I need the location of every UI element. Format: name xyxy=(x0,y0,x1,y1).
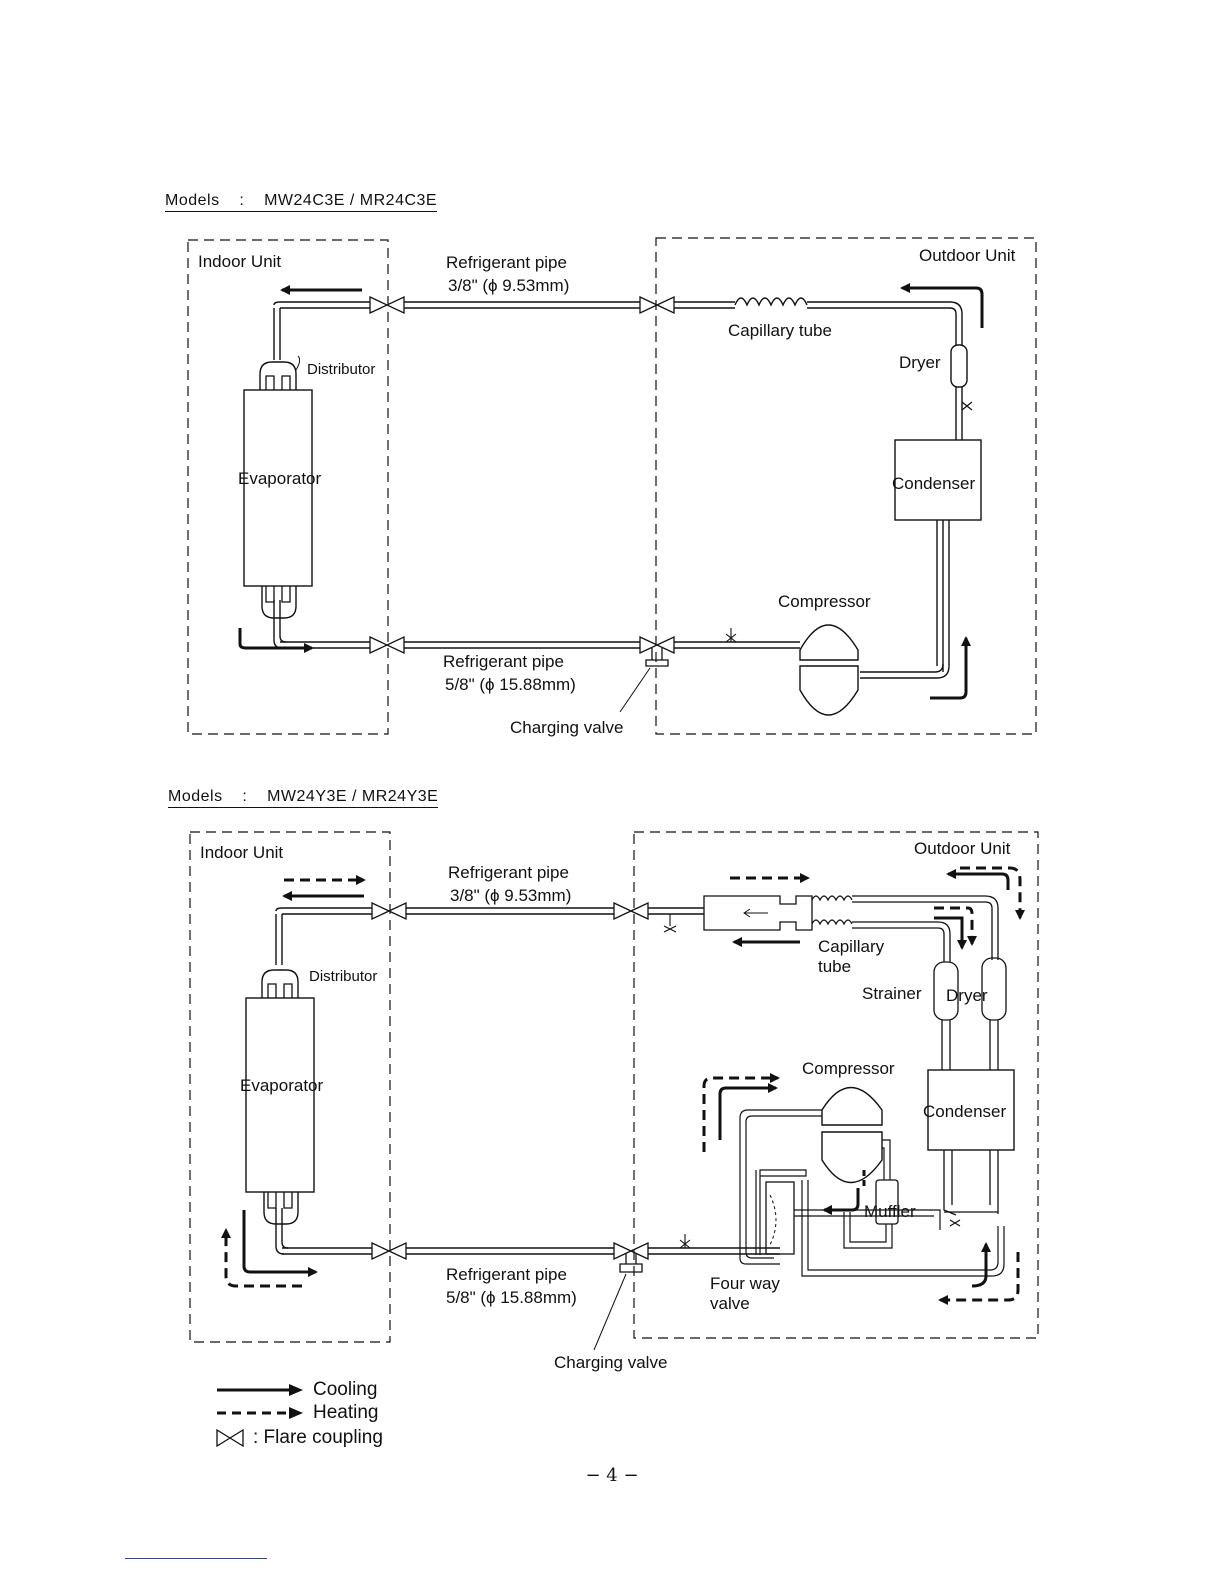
legend-flare-label: : Flare coupling xyxy=(253,1426,383,1448)
condenser-label: Condenser xyxy=(892,474,976,493)
indoor-unit-label: Indoor Unit xyxy=(198,252,281,271)
compressor-label: Compressor xyxy=(778,592,871,611)
pipe-top-size: 3/8" (ϕ 9.53mm) xyxy=(448,276,569,295)
capillary-coil xyxy=(811,895,853,902)
pipe-bottom-size: 5/8" (ϕ 15.88mm) xyxy=(446,1288,577,1307)
condenser-label: Condenser xyxy=(923,1102,1007,1121)
distributor-label: Distributor xyxy=(307,361,375,378)
outdoor-unit-box xyxy=(655,237,1037,735)
pipe-top-size: 3/8" (ϕ 9.53mm) xyxy=(450,886,571,905)
indoor-unit-box xyxy=(187,239,389,735)
diagram-1 xyxy=(187,237,1037,735)
capillary-label-2: tube xyxy=(818,957,851,976)
legend: Cooling Heating : Flare coupling xyxy=(215,1378,383,1449)
models-value: MW24Y3E / MR24Y3E xyxy=(267,788,439,805)
evaporator-label: Evaporator xyxy=(238,469,321,488)
outdoor-unit-box xyxy=(633,831,1039,1339)
flare-coupling-icon xyxy=(216,1428,244,1447)
legend-flare: : Flare coupling xyxy=(215,1426,383,1449)
cooling-arrow-icon xyxy=(217,1383,303,1396)
models-label: Models xyxy=(168,788,223,805)
distributor-label: Distributor xyxy=(309,968,377,985)
indoor-unit-label: Indoor Unit xyxy=(200,843,283,862)
evaporator-label: Evaporator xyxy=(240,1076,323,1095)
dryer-label: Dryer xyxy=(946,986,988,1005)
pipe-bottom-label: Refrigerant pipe xyxy=(443,652,564,671)
muffler xyxy=(875,1179,899,1225)
models-sep: : xyxy=(242,788,248,805)
evaporator xyxy=(245,997,315,1193)
pipe-bottom-label: Refrigerant pipe xyxy=(446,1265,567,1284)
strainer-label: Strainer xyxy=(862,984,922,1003)
pipe-bottom-size: 5/8" (ϕ 15.88mm) xyxy=(445,675,576,694)
pipe-top-label: Refrigerant pipe xyxy=(448,863,569,882)
charging-valve-label: Charging valve xyxy=(554,1353,667,1372)
capillary-coil xyxy=(734,297,808,307)
check-valve xyxy=(703,895,813,931)
footer-line xyxy=(125,1558,267,1559)
model-title-2: Models : MW24Y3E / MR24Y3E xyxy=(168,788,439,808)
indoor-unit-box xyxy=(189,831,391,1343)
condenser xyxy=(927,1069,1015,1151)
charging-valve xyxy=(619,1254,643,1273)
charging-valve-label: Charging valve xyxy=(510,718,623,737)
four-way-valve-label-1: Four way xyxy=(710,1274,780,1293)
pipe-top xyxy=(280,301,370,309)
condenser xyxy=(894,439,982,521)
model-title-1: Models : MW24C3E / MR24C3E xyxy=(165,192,438,212)
dryer xyxy=(950,344,968,388)
heating-arrow-icon xyxy=(217,1406,303,1419)
four-way-valve-label-2: valve xyxy=(710,1294,750,1313)
pipe-top-label: Refrigerant pipe xyxy=(446,253,567,272)
dryer-label: Dryer xyxy=(899,353,941,372)
compressor xyxy=(821,1086,883,1184)
capillary-label: Capillary tube xyxy=(728,321,832,340)
strainer xyxy=(933,961,959,1021)
diagram-2 xyxy=(189,831,1039,1351)
legend-heating-label: Heating xyxy=(313,1401,379,1423)
outdoor-unit-label: Outdoor Unit xyxy=(914,839,1011,858)
four-way-valve xyxy=(765,1181,795,1255)
outdoor-unit-label: Outdoor Unit xyxy=(919,246,1016,265)
capillary-label-1: Capillary xyxy=(818,937,885,956)
models-label: Models xyxy=(165,192,220,209)
legend-cooling: Cooling xyxy=(215,1378,383,1401)
legend-cooling-label: Cooling xyxy=(313,1378,378,1400)
models-value: MW24C3E / MR24C3E xyxy=(264,192,438,209)
models-sep: : xyxy=(239,192,245,209)
charging-valve xyxy=(645,648,669,667)
flare-coupling xyxy=(369,295,675,655)
flare-coupling xyxy=(371,901,649,1261)
page-number: − 4 − xyxy=(585,1465,639,1486)
compressor-label: Compressor xyxy=(802,1059,895,1078)
dryer xyxy=(981,957,1007,1021)
evaporator xyxy=(243,389,313,587)
muffler-label: Muffler xyxy=(864,1202,916,1221)
legend-heating: Heating xyxy=(215,1401,383,1424)
compressor xyxy=(799,624,859,716)
